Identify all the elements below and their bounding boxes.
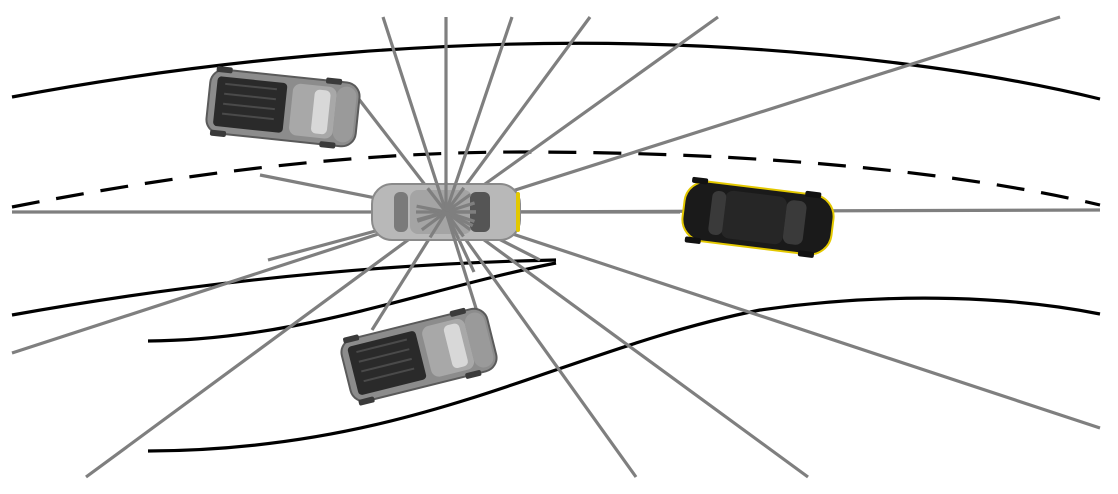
sensor-rays (11, 15, 1101, 479)
pickup-truck-lower (340, 307, 498, 406)
sensor-ray-center (428, 211, 448, 239)
road-center-dashed-line (11, 150, 1101, 209)
sedan-windshield (782, 200, 807, 245)
sensor-ray (444, 211, 638, 478)
sensor-ray (11, 210, 447, 355)
sensor-ray (444, 16, 514, 213)
road-lower-curve (147, 296, 1101, 453)
sedan-roof (721, 190, 787, 245)
sensor-ray (445, 15, 719, 214)
ego-windshield (470, 192, 490, 232)
ego-rear-window (394, 192, 408, 232)
road-lower-edge-left (11, 258, 557, 317)
sensor-ray-center (416, 204, 447, 214)
pickup-windshield (443, 323, 468, 369)
sensor-ray-center (426, 187, 448, 213)
sensor-ray-center (444, 211, 461, 240)
pickup-bed (347, 331, 427, 395)
sedan-rear-window (708, 191, 727, 236)
pickup-truck-upper-left (205, 66, 361, 149)
road-upper-edge (11, 41, 1101, 101)
road-lines (11, 41, 1101, 453)
sensor-ray (445, 210, 809, 479)
road-merge-lane-line (147, 261, 557, 343)
sensor-ray (445, 15, 1061, 214)
pickup-windshield (311, 89, 331, 135)
sensor-ray (381, 16, 448, 213)
sensor-ray-center (445, 210, 474, 228)
sedan-right (681, 176, 835, 258)
sensor-ray (444, 16, 592, 213)
sensor-ray (445, 210, 1101, 430)
sensor-ray (85, 210, 447, 479)
sensor-ray-center (416, 210, 447, 222)
sensor-rays-over-ego (416, 182, 477, 242)
